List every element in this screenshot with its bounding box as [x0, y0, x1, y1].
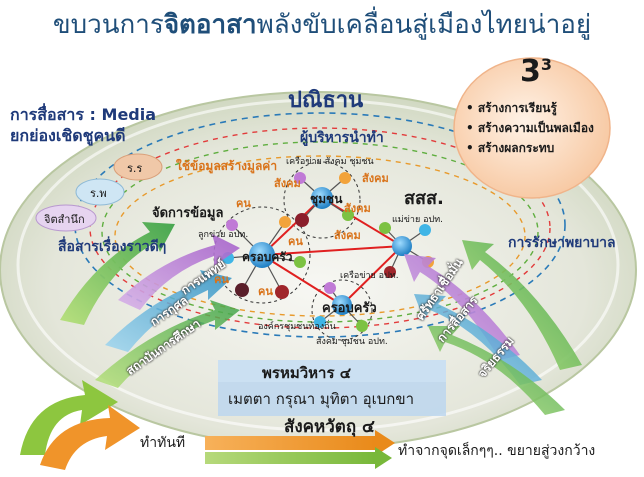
- net-label-org: องค์กรชุมชนท้องถิ่น: [258, 322, 336, 332]
- org-hospital-label: ร.พ: [90, 187, 107, 200]
- virtue-title-2: สังคหวัตถุ ๔: [284, 417, 375, 437]
- orbit-red: [89, 127, 551, 329]
- net-label-local: เครือข่าย อปท.: [340, 271, 399, 281]
- manage-label: จัดการข้อมูล: [152, 206, 224, 221]
- three-cubed: 33: [520, 54, 553, 89]
- arrow-charity: [105, 270, 232, 352]
- org-school-label: ร.ร: [127, 162, 143, 175]
- sangkhom-label-4: สังคม: [334, 229, 361, 242]
- virtue-title-1: พรหมวิหาร ๔: [262, 364, 352, 382]
- virtue-members: เมตตา กรุณา มุทิตา อุเบกขา: [228, 390, 415, 408]
- outcome-circle: [453, 57, 611, 199]
- bar-orange: [205, 436, 375, 450]
- net-label-main: แม่ข่าย อปท.: [392, 215, 443, 225]
- swirl-green: [20, 380, 118, 455]
- red-links: [261, 197, 403, 306]
- khon-label-1: คน: [236, 197, 251, 210]
- outcome-item: • สร้างการเรียนรู้: [466, 101, 557, 115]
- arrow-medical: [118, 234, 240, 310]
- top-label: ปณิธาน: [288, 88, 364, 113]
- sangkhom-label-2: สังคม: [362, 172, 389, 185]
- org-conscience: [35, 204, 97, 232]
- org-school: [113, 153, 163, 181]
- exec-label: ผู้บริหารนำทำ: [300, 130, 384, 146]
- arrow-comm: [414, 294, 542, 385]
- hub-family: [249, 242, 275, 268]
- sangkhom-label-1: สังคม: [274, 177, 301, 190]
- sangkhom-label-3: สังคม: [344, 202, 371, 215]
- small-nodes: [222, 172, 434, 332]
- bar-green: [205, 452, 375, 464]
- khon-label-4: คน: [258, 285, 273, 298]
- ssos-label: สสส.: [404, 188, 444, 209]
- page-title: ขบวนการจิตอาสาพลังขับเคลื่อนสู่เมืองไทยน…: [52, 10, 592, 40]
- hub-community: [311, 187, 333, 209]
- swirl-orange: [40, 405, 140, 470]
- arrow-education: [95, 300, 240, 388]
- khon-label-2: คน: [288, 235, 303, 248]
- value-label: ใช้ข้อมูลสร้างมูลค่า: [176, 159, 278, 173]
- net-label-community: สังคม ชุมชน อปท.: [316, 337, 388, 347]
- khon-label-3: คน: [214, 273, 229, 286]
- node-family2: ครอบครัว: [322, 301, 377, 316]
- now-label: ทำทันที: [140, 435, 186, 451]
- org-conscience-label: จิตสำนึก: [44, 213, 85, 226]
- outcome-list: • สร้างการเรียนรู้ • สร้างความเป็นพลเมือ…: [466, 98, 594, 158]
- arrow-ethics: [428, 326, 565, 415]
- hub-family2: [332, 295, 352, 315]
- story-label: สื่อสารเรื่องราวดีๆ: [58, 239, 167, 255]
- node-family: ครอบครัว: [242, 250, 293, 264]
- arrow-care: [462, 240, 582, 370]
- hub-ssos: [392, 236, 412, 256]
- arrow-faith: [404, 254, 520, 360]
- outcome-item: • สร้างความเป็นพลเมือง: [466, 121, 594, 135]
- cluster-family2: [311, 279, 373, 341]
- expand-label: ทำจากจุดเล็กๆๆ.. ขยายสู่วงกว้าง: [398, 443, 596, 459]
- care-label: การรักษาพยาบาล: [508, 235, 616, 251]
- net-label-sub: ลูกข่าย อปท.: [198, 230, 249, 240]
- arrow-story: [60, 222, 175, 325]
- node-community: ชุมชน: [310, 192, 343, 206]
- media-line2: ยกย่องเชิดชูคนดี: [10, 126, 126, 145]
- org-hospital: [75, 178, 125, 206]
- orbit-outer: [74, 112, 566, 338]
- net-label-social: เครือข่าย สังคม ชุมชน: [286, 157, 374, 167]
- cluster-community: [283, 161, 361, 239]
- media-line1: การสื่อสาร : Media: [10, 105, 157, 124]
- outcome-item: • สร้างผลกระทบ: [466, 141, 555, 155]
